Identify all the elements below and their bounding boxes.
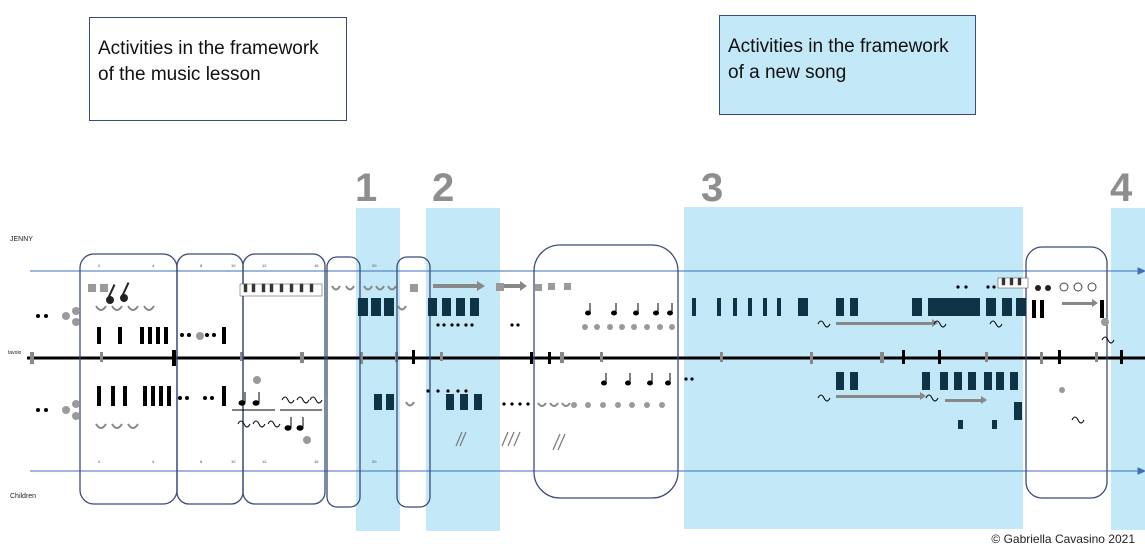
baseline-ticks	[30, 352, 1098, 364]
phase-1-band	[356, 208, 400, 531]
piano-keys	[239, 277, 1029, 297]
gray-gesture-marks	[62, 283, 1109, 444]
svg-text:10: 10	[231, 263, 236, 268]
svg-text:16: 16	[314, 459, 319, 464]
svg-text:2: 2	[98, 459, 101, 464]
activity-frame-5	[396, 256, 431, 508]
jenny-timeline-arrow	[30, 267, 1145, 275]
svg-text:16: 16	[314, 263, 319, 268]
cup-gestures	[95, 285, 571, 429]
music-lesson-box-line-2: of the music lesson	[98, 64, 261, 85]
svg-text:10: 10	[231, 459, 236, 464]
circle-dot-icons	[1059, 282, 1097, 292]
children-label: Children	[10, 493, 37, 500]
phase-number-2: 2	[432, 166, 455, 210]
wave-marks	[237, 320, 1115, 428]
guitar-icons	[106, 282, 1051, 304]
phase-3-band	[684, 207, 1023, 529]
jenny-label: JENNY	[10, 236, 33, 243]
svg-text:8: 8	[200, 263, 203, 268]
activity-frame-3	[242, 253, 326, 505]
svg-text:20: 20	[372, 263, 377, 268]
activity-frame-4	[326, 256, 361, 508]
svg-text:2: 2	[98, 263, 101, 268]
svg-text:4: 4	[152, 459, 155, 464]
music-notes	[238, 303, 673, 431]
phase-number-4: 4	[1110, 166, 1133, 210]
svg-text:12: 12	[262, 263, 267, 268]
copyright-notice: © Gabriella Cavasino 2021	[991, 532, 1135, 546]
children-timeline-arrow	[30, 467, 1145, 475]
activity-frame-7	[1025, 246, 1108, 499]
rhythm-dots	[36, 285, 996, 412]
teacher-dark-blocks	[358, 298, 1026, 316]
children-bar-notation	[97, 386, 226, 406]
new-song-box-line-2: of a new song	[728, 62, 847, 83]
timeline-label: tavolo	[8, 350, 22, 356]
new-song-box: Activities in the framework of a new son…	[719, 15, 976, 115]
baseline-black-ticks	[172, 350, 1123, 366]
phase-2-band	[426, 208, 500, 531]
teacher-bar-notation	[97, 300, 1104, 344]
slash-marks	[455, 431, 566, 451]
small-box-marks	[958, 420, 997, 429]
activity-frame-6	[533, 244, 679, 499]
svg-text:8: 8	[200, 459, 203, 464]
svg-text:20: 20	[372, 459, 377, 464]
svg-text:4: 4	[152, 263, 155, 268]
music-lesson-box-line-1: Activities in the framework	[98, 38, 319, 59]
gray-transition-arrows	[433, 281, 1098, 404]
children-dark-blocks	[374, 372, 1022, 420]
svg-text:12: 12	[262, 459, 267, 464]
phase-4-band	[1111, 208, 1145, 530]
activity-frame-2	[176, 253, 244, 505]
phase-number-3: 3	[701, 166, 724, 210]
music-lesson-box: Activities in the framework of the music…	[89, 17, 347, 121]
phase-number-1: 1	[355, 166, 378, 210]
new-song-box-line-1: Activities in the framework	[728, 36, 949, 57]
